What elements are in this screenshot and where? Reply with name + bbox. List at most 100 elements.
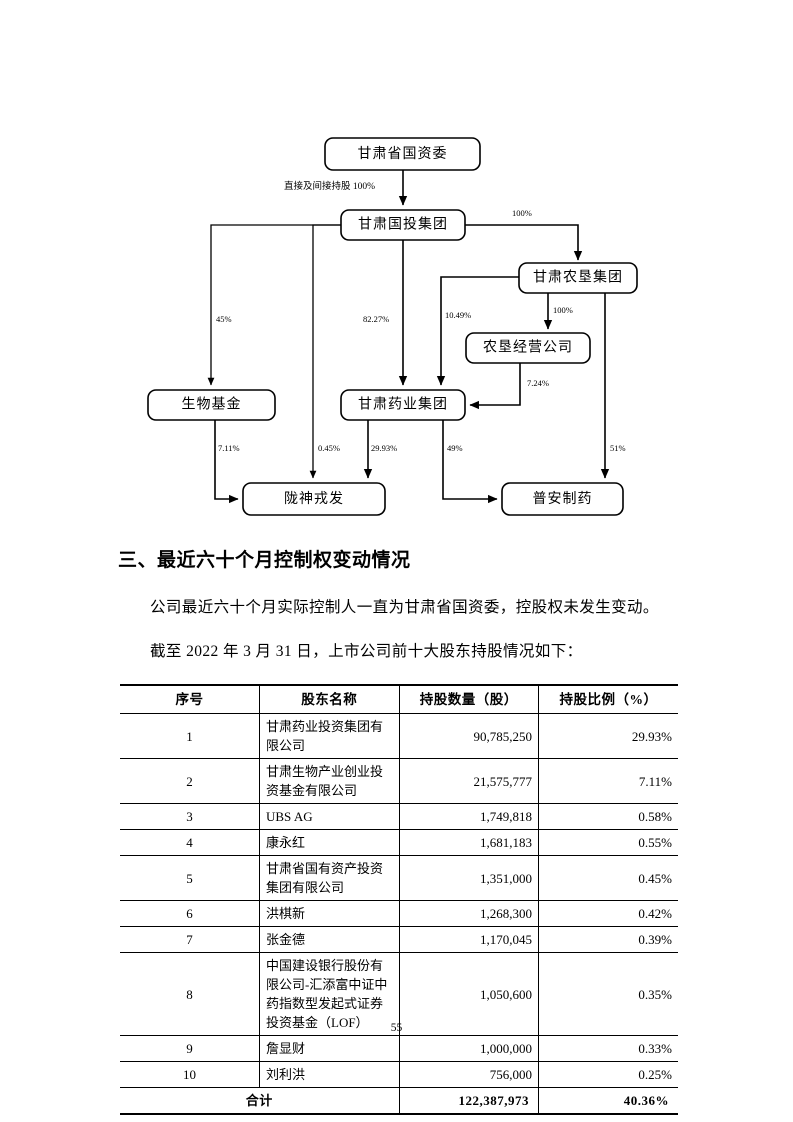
cell-index: 10: [120, 1061, 260, 1088]
edge-nkjt-to-gsyyjt: [436, 276, 519, 386]
cell-quantity: 1,749,818: [398, 803, 539, 830]
cell-name: 詹显财: [259, 1035, 400, 1062]
cell-name: 甘肃省国有资产投资集团有限公司: [259, 855, 400, 901]
table-row: 1 甘肃药业投资集团有限公司 90,785,250 29.93%: [120, 713, 678, 759]
cell-name: 甘肃药业投资集团有限公司: [259, 713, 400, 759]
table-row: 5 甘肃省国有资产投资集团有限公司 1,351,000 0.45%: [120, 855, 678, 901]
cell-percentage: 0.35%: [538, 952, 678, 1036]
cell-quantity: 1,268,300: [398, 900, 539, 927]
cell-percentage: 0.25%: [538, 1061, 678, 1088]
cell-percentage: 0.33%: [538, 1035, 678, 1062]
diagram-node-label: 甘肃药业集团: [358, 396, 448, 413]
cell-index: 6: [120, 900, 260, 927]
cell-total-percentage: 40.36%: [538, 1087, 678, 1115]
page-number: 55: [390, 1022, 403, 1034]
cell-name: 洪棋新: [259, 900, 400, 927]
column-header-name: 股东名称: [259, 684, 400, 714]
table-row: 8 中国建设银行股份有限公司-汇添富中证中药指数型发起式证券投资基金（LOF） …: [120, 952, 678, 1036]
edge-label-gsyyjt-pazy: 49%: [447, 443, 463, 453]
edge-label-gtjt-swjj: 45%: [216, 314, 232, 324]
table-total-row: 合计 122,387,973 40.36%: [120, 1087, 678, 1115]
edge-gsyyjt-to-pazy: [442, 419, 498, 504]
edge-label-nkjt-pazy: 51%: [610, 443, 626, 453]
cell-percentage: 7.11%: [538, 758, 678, 804]
cell-quantity: 1,170,045: [398, 926, 539, 953]
cell-quantity: 1,681,183: [398, 829, 539, 856]
cell-name: UBS AG: [259, 803, 400, 830]
edge-swjj-to-lsrf: [214, 419, 239, 504]
diagram-node-gtjt[interactable]: 甘肃国投集团: [340, 209, 466, 241]
cell-index: 9: [120, 1035, 260, 1062]
diagram-node-lsrf[interactable]: 陇神戎发: [242, 482, 386, 516]
cell-index: 3: [120, 803, 260, 830]
edge-label-gtjt-gsyyjt: 82.27%: [363, 314, 389, 324]
cell-percentage: 0.55%: [538, 829, 678, 856]
cell-name: 刘利洪: [259, 1061, 400, 1088]
cell-index: 5: [120, 855, 260, 901]
diagram-node-label: 陇神戎发: [284, 491, 344, 507]
table-header-row: 序号 股东名称 持股数量（股） 持股比例（%）: [120, 684, 678, 714]
cell-quantity: 21,575,777: [398, 758, 539, 804]
cell-quantity: 756,000: [398, 1061, 539, 1088]
diagram-node-pazy[interactable]: 普安制药: [501, 482, 624, 516]
paragraph-control-change: 公司最近六十个月实际控制人一直为甘肃省国资委，控股权未发生变动。: [150, 599, 659, 616]
cell-name: 甘肃生物产业创业投资基金有限公司: [259, 758, 400, 804]
edge-label-nkjt-gsyyjt: 10.49%: [445, 310, 471, 320]
cell-total-quantity: 122,387,973: [398, 1087, 539, 1115]
column-header-percentage: 持股比例（%）: [538, 684, 678, 714]
cell-index: 2: [120, 758, 260, 804]
diagram-node-gsyyjt[interactable]: 甘肃药业集团: [340, 389, 466, 421]
cell-percentage: 0.39%: [538, 926, 678, 953]
table-row: 9 詹显财 1,000,000 0.33%: [120, 1035, 678, 1062]
section-heading: 三、最近六十个月控制权变动情况: [118, 550, 411, 571]
table-row: 10 刘利洪 756,000 0.25%: [120, 1061, 678, 1088]
cell-index: 4: [120, 829, 260, 856]
diagram-node-label: 甘肃农垦集团: [533, 269, 623, 286]
edge-label-nkjt-nkjy: 100%: [553, 305, 573, 315]
edge-label-gtjt-nkjt: 100%: [512, 208, 532, 218]
edge-gtjt-to-nkjt: [465, 224, 583, 261]
table-row: 6 洪棋新 1,268,300 0.42%: [120, 900, 678, 927]
table-row: 7 张金德 1,170,045 0.39%: [120, 926, 678, 953]
cell-name: 康永红: [259, 829, 400, 856]
diagram-node-label: 农垦经营公司: [483, 340, 573, 356]
paragraph-top-ten-intro: 截至 2022 年 3 月 31 日，上市公司前十大股东持股情况如下：: [150, 643, 583, 660]
diagram-node-nkjt[interactable]: 甘肃农垦集团: [518, 262, 638, 294]
diagram-node-nkjy[interactable]: 农垦经营公司: [465, 332, 591, 364]
cell-total-label: 合计: [120, 1087, 400, 1115]
top-shareholders-table: 序号 股东名称 持股数量（股） 持股比例（%） 1 甘肃药业投资集团有限公司 9…: [120, 684, 678, 1115]
cell-index: 8: [120, 952, 260, 1036]
edge-label-gsyyjt-lsrf: 29.93%: [371, 443, 397, 453]
edge-gtjt-to-swjj: [207, 224, 341, 386]
edge-gtjt-to-lsrf: [309, 224, 341, 479]
cell-index: 7: [120, 926, 260, 953]
cell-name: 中国建设银行股份有限公司-汇添富中证中药指数型发起式证券投资基金（LOF）: [259, 952, 400, 1036]
document-body: 三、最近六十个月控制权变动情况 公司最近六十个月实际控制人一直为甘肃省国资委，控…: [0, 545, 793, 669]
column-header-quantity: 持股数量（股）: [398, 684, 539, 714]
column-header-index: 序号: [120, 684, 260, 714]
edge-label-sasac-gtjt: 直接及间接持股 100%: [284, 180, 375, 192]
cell-percentage: 29.93%: [538, 713, 678, 759]
diagram-node-label: 甘肃省国资委: [358, 146, 448, 162]
cell-name: 张金德: [259, 926, 400, 953]
top-shareholders-table-wrap: 序号 股东名称 持股数量（股） 持股比例（%） 1 甘肃药业投资集团有限公司 9…: [120, 684, 678, 1115]
diagram-node-label: 生物基金: [182, 396, 242, 413]
diagram-node-swjj[interactable]: 生物基金: [147, 389, 276, 421]
cell-percentage: 0.58%: [538, 803, 678, 830]
table-row: 3 UBS AG 1,749,818 0.58%: [120, 803, 678, 830]
cell-quantity: 90,785,250: [398, 713, 539, 759]
cell-percentage: 0.42%: [538, 900, 678, 927]
edge-label-nkjy-gsyyjt: 7.24%: [527, 378, 549, 388]
diagram-node-label: 普安制药: [533, 491, 593, 507]
edge-label-swjj-lsrf: 7.11%: [218, 443, 240, 453]
table-row: 4 康永红 1,681,183 0.55%: [120, 829, 678, 856]
cell-quantity: 1,351,000: [398, 855, 539, 901]
diagram-node-label: 甘肃国投集团: [358, 216, 448, 233]
cell-index: 1: [120, 713, 260, 759]
edge-label-gtjt-lsrf: 0.45%: [318, 443, 340, 453]
cell-quantity: 1,000,000: [398, 1035, 539, 1062]
table-row: 2 甘肃生物产业创业投资基金有限公司 21,575,777 7.11%: [120, 758, 678, 804]
edge-nkjy-to-gsyyjt: [469, 363, 521, 410]
diagram-node-sasac[interactable]: 甘肃省国资委: [324, 137, 481, 171]
cell-percentage: 0.45%: [538, 855, 678, 901]
